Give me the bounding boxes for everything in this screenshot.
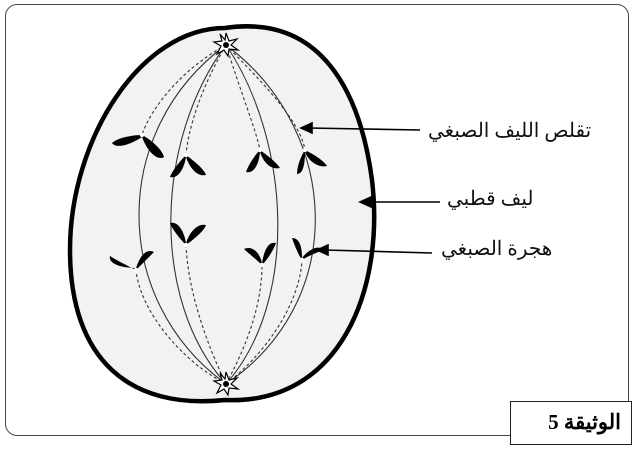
label-chromosome-migration: هجرة الصبغي xyxy=(441,236,552,261)
document-caption: الوثيقة 5 xyxy=(548,410,621,435)
document-caption-box: الوثيقة 5 xyxy=(510,401,632,445)
label-polar-fiber: ليف قطبي xyxy=(447,186,534,211)
label-fiber-contraction: تقلص الليف الصبغي xyxy=(428,118,591,143)
cell-membrane xyxy=(70,26,374,401)
